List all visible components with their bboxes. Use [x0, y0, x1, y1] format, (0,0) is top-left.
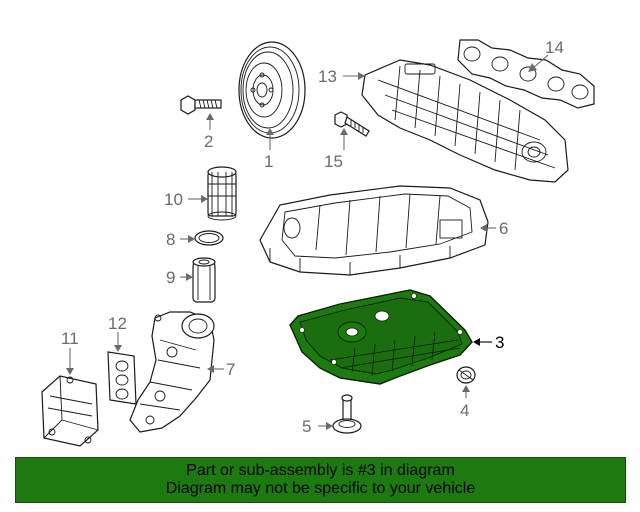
callout-9: 9 — [166, 268, 175, 287]
leader-lines — [66, 54, 549, 430]
callout-3[interactable]: 3 — [495, 333, 504, 352]
callout-13: 13 — [318, 67, 337, 86]
crankshaft-pulley[interactable] — [238, 41, 306, 139]
callout-6: 6 — [499, 219, 508, 238]
manifold-gasket[interactable] — [457, 39, 595, 109]
o-ring[interactable] — [194, 230, 224, 246]
callout-2: 2 — [204, 132, 213, 151]
drain-plug[interactable] — [456, 366, 476, 384]
callout-1: 1 — [264, 152, 273, 171]
callout-5: 5 — [302, 417, 311, 436]
oil-level-sensor[interactable] — [332, 394, 362, 434]
intake-manifold[interactable] — [361, 59, 569, 183]
oil-filter-cap[interactable] — [207, 166, 237, 221]
manifold-bolt[interactable] — [334, 111, 370, 137]
lower-oil-pan[interactable] — [289, 289, 473, 385]
callout-10: 10 — [164, 190, 183, 209]
callout-8: 8 — [166, 230, 175, 249]
callout-4: 4 — [460, 401, 469, 420]
callout-15: 15 — [324, 152, 343, 171]
pulley-bolt[interactable] — [180, 95, 222, 115]
callout-14: 14 — [545, 38, 564, 57]
oil-filter-element[interactable] — [192, 257, 216, 303]
oil-cooler[interactable] — [41, 375, 99, 447]
upper-oil-pan[interactable] — [259, 185, 489, 276]
callout-12: 12 — [108, 314, 127, 333]
callout-labels: 1 2 3 4 5 6 7 8 9 10 11 12 13 14 15 — [61, 38, 564, 436]
parts-diagram: 1 2 3 4 5 6 7 8 9 10 11 12 13 14 15 — [41, 38, 595, 447]
callout-11: 11 — [61, 329, 79, 348]
info-banner: Part or sub-assembly is #3 in diagram Di… — [15, 457, 626, 503]
oil-cooler-gasket[interactable] — [107, 351, 137, 405]
banner-line-2: Diagram may not be specific to your vehi… — [165, 480, 476, 497]
banner-line-1: Part or sub-assembly is #3 in diagram — [186, 462, 455, 479]
callout-7: 7 — [226, 360, 235, 379]
oil-filter-housing[interactable] — [129, 311, 215, 433]
